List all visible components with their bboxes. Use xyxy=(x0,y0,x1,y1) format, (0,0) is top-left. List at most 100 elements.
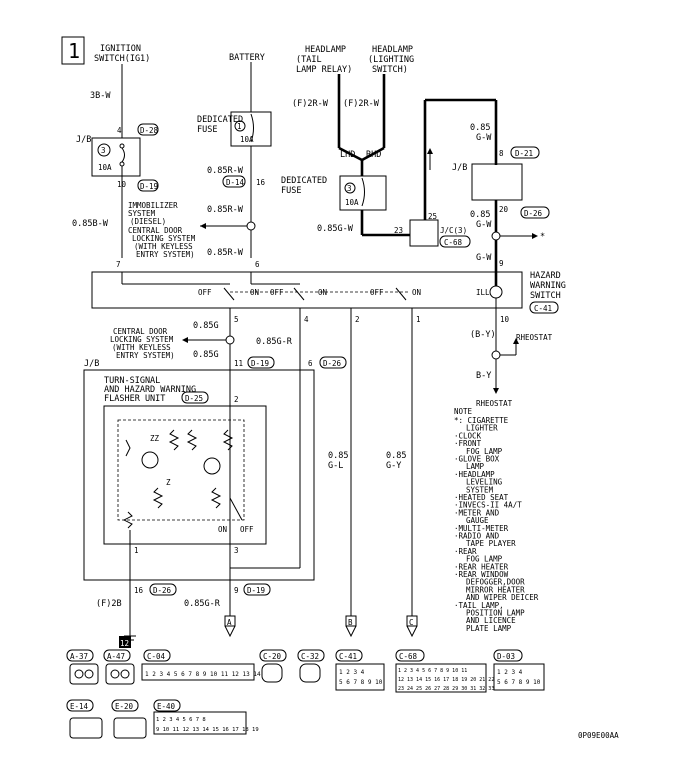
svg-text:Z: Z xyxy=(166,478,171,487)
pin-label: 4 xyxy=(117,126,122,135)
connector-d19-bottom xyxy=(243,583,271,596)
connector-d26-right xyxy=(520,206,550,219)
page-number-box xyxy=(61,36,85,65)
note-item: LEVELING xyxy=(466,478,503,487)
note-item: DEFOGGER,DOOR xyxy=(466,578,525,587)
pin-label: 3 xyxy=(234,546,239,555)
switch-on-3: ON xyxy=(412,288,421,297)
wire-b-y: B-Y xyxy=(476,371,491,381)
headlamp-lighting-label-2: (LIGHTING xyxy=(368,55,414,65)
cdl-label-3: (WITH KEYLESS xyxy=(134,242,193,251)
wire-g-y: G-Y xyxy=(386,461,401,471)
pin-label: 6 xyxy=(255,260,260,269)
pin-label: 6 xyxy=(308,359,313,368)
terminal-a-box xyxy=(224,615,236,627)
c41-pins-1: 1 2 3 4 xyxy=(339,669,365,676)
note-item: LIGHTER xyxy=(466,424,498,433)
note-item: ·FRONT xyxy=(454,439,482,448)
legend-e20 xyxy=(111,699,139,712)
e12-marker xyxy=(119,636,131,648)
connector-d25 xyxy=(181,391,209,404)
switch-off-2: OFF xyxy=(270,288,284,297)
hazard-label-1: HAZARD xyxy=(530,271,561,281)
note-item: POSITION LAMP xyxy=(466,609,525,618)
immobilizer-label-1: IMMOBILIZER xyxy=(128,201,178,210)
legend-c04 xyxy=(143,649,171,662)
legend-a47 xyxy=(103,649,131,662)
connector-d26-label: D-26 xyxy=(524,209,543,218)
connector-shape-c32 xyxy=(299,663,321,683)
c68-pins-2: 12 13 14 15 16 17 18 19 20 21 22 xyxy=(398,677,494,683)
pin-label: 5 xyxy=(234,315,239,324)
note-item: ·RADIO AND xyxy=(454,532,500,541)
hazard-label-2: WARNING xyxy=(530,281,566,291)
connector-c41-label: C-41 xyxy=(534,304,552,313)
ill-label: ILL xyxy=(476,288,490,297)
pin-label: 20 xyxy=(499,205,509,214)
pin-label: 4 xyxy=(304,315,309,324)
jc3-label: J/C(3) xyxy=(440,226,467,235)
wire-3b-w: 3B-W xyxy=(90,91,111,101)
terminal-c-box xyxy=(406,615,418,627)
legend-c04-label: C-04 xyxy=(147,652,166,661)
wire-g-w-3: G-W xyxy=(476,253,492,263)
legend-a47-label: A-47 xyxy=(107,652,125,661)
battery-label: BATTERY xyxy=(229,53,265,63)
jb-fuse-box-left xyxy=(91,137,141,177)
switch-off-1: OFF xyxy=(198,288,212,297)
pin-label: 11 xyxy=(234,359,243,368)
pin-label: 9 xyxy=(234,586,239,595)
note-item: LAMP xyxy=(466,462,485,471)
connector-d28-label: D-28 xyxy=(140,126,159,135)
pin-label: 16 xyxy=(256,178,266,187)
legend-d03 xyxy=(493,649,523,662)
connector-d26-lower-label: D-26 xyxy=(323,359,342,368)
fuse-10a-battery: 10A xyxy=(240,135,254,144)
note-item: ·HEADLAMP xyxy=(454,470,495,479)
hazard-label-3: SWITCH xyxy=(530,291,561,301)
flasher-circuit xyxy=(117,419,245,521)
switch-off-3: OFF xyxy=(370,288,384,297)
d03-pins-1: 1 2 3 4 xyxy=(497,669,523,676)
legend-c68 xyxy=(395,649,425,662)
legend-e14-label: E-14 xyxy=(70,702,89,711)
note-item: AND LICENCE xyxy=(466,616,516,625)
connector-d19 xyxy=(137,179,159,192)
wire-f2b: (F)2B xyxy=(96,599,122,609)
e40-pins-1: 1 2 3 4 5 6 7 8 xyxy=(156,717,206,723)
junction-26 xyxy=(491,231,501,241)
wire-085g-1: 0.85G xyxy=(193,321,219,331)
connector-d19-label: D-19 xyxy=(140,182,158,191)
legend-c41-label: C-41 xyxy=(339,652,357,661)
note-item: SYSTEM xyxy=(466,485,494,494)
pin-label: 1 xyxy=(416,315,421,324)
wire-085-3: 0.85 xyxy=(328,451,348,461)
connector-d26-lower xyxy=(319,356,347,369)
note-item: ·INVECS-II 4A/T xyxy=(454,501,522,510)
note-item: PLATE LAMP xyxy=(466,624,512,633)
connector-c68 xyxy=(439,235,471,248)
c41-pins-2: 5 6 7 8 9 10 xyxy=(339,679,383,686)
legend-c20-label: C-20 xyxy=(263,652,282,661)
cdl2-label-4: ENTRY SYSTEM) xyxy=(116,351,175,360)
connector-d14-label: D-14 xyxy=(226,178,245,187)
connector-shape-c68 xyxy=(395,663,487,693)
note-item: ·REAR WINDOW xyxy=(454,570,509,579)
note-item: ·REAR xyxy=(454,547,477,556)
switch-on-1: ON xyxy=(250,288,259,297)
headlamp-lighting-label-1: HEADLAMP xyxy=(372,45,413,55)
terminal-b: B xyxy=(348,618,353,627)
wire-085g-r-2: 0.85G-R xyxy=(184,599,221,609)
junction-48 xyxy=(246,221,256,231)
connector-d14 xyxy=(222,175,246,188)
jb-lower-box xyxy=(83,369,315,581)
wire-085-1: 0.85 xyxy=(470,123,490,133)
pin-label: 2 xyxy=(234,395,239,404)
pin-label: 7 xyxy=(116,260,121,269)
connector-shape-c04 xyxy=(141,663,255,681)
note-item: ·MULTI-METER xyxy=(454,524,509,533)
wire-085b-w: 0.85B-W xyxy=(72,219,109,229)
note-item: ·METER AND xyxy=(454,508,500,517)
note-item: TAPE PLAYER xyxy=(466,539,516,548)
